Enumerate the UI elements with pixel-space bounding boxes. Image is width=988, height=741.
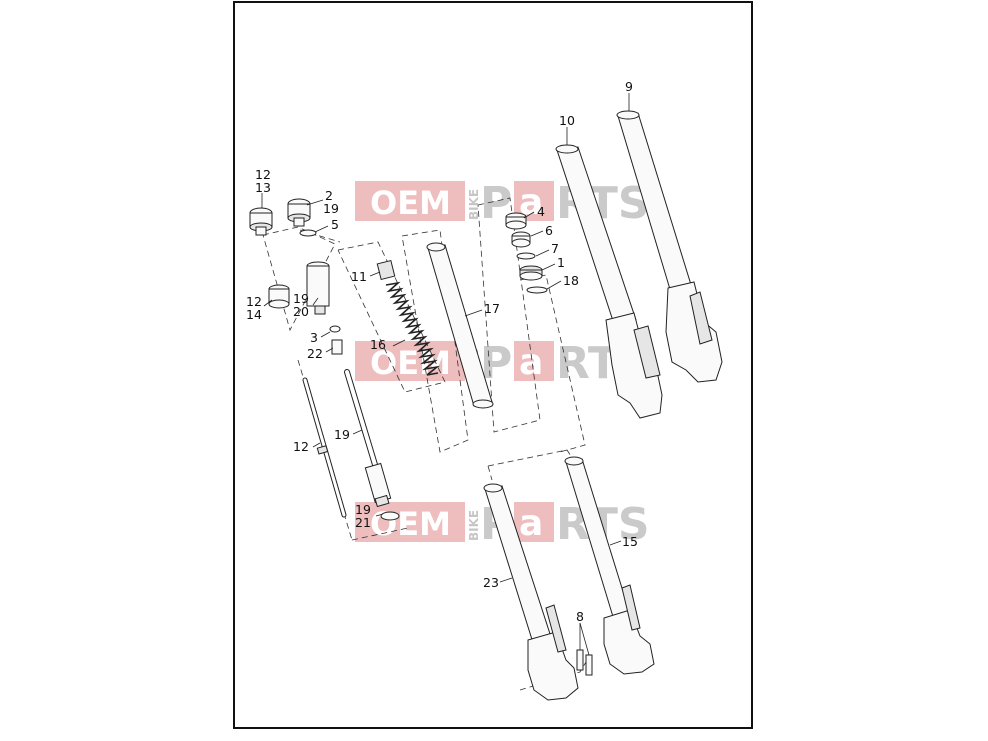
callout-14: 14 <box>246 307 262 322</box>
callout-16: 16 <box>370 337 386 352</box>
callout-20: 20 <box>293 304 309 319</box>
watermark-oem-text: OEM <box>370 505 451 543</box>
callout-10: 10 <box>559 113 575 128</box>
callout-4: 4 <box>537 204 545 219</box>
nut-22 <box>331 339 343 355</box>
callouts: 12 13 2 19 5 12 14 19 20 3 22 11 16 17 4… <box>246 79 638 624</box>
fork-assembly-10 <box>555 144 663 419</box>
clip-18 <box>526 286 548 294</box>
outer-tube-15 <box>564 456 655 675</box>
callout-11: 11 <box>351 269 367 284</box>
callout-18: 18 <box>563 273 579 288</box>
inner-tube-17 <box>426 242 494 409</box>
damper-rod-12 <box>302 377 347 518</box>
callout-3: 3 <box>310 330 318 345</box>
callout-19: 19 <box>355 502 371 517</box>
diagram-frame <box>233 1 753 729</box>
callout-12: 12 <box>293 439 309 454</box>
watermark-oem-text: OEM <box>370 344 451 382</box>
callout-5: 5 <box>331 217 339 232</box>
seal-21 <box>380 511 400 521</box>
watermark-oem-text: OEM <box>370 184 451 222</box>
callout-23: 23 <box>483 575 499 590</box>
outer-tube-23 <box>483 483 579 701</box>
oil-seal-1 <box>519 265 543 281</box>
cartridge-top-19-20 <box>306 261 330 315</box>
callout-7: 7 <box>551 241 559 256</box>
fork-cap-right <box>287 198 311 227</box>
axle-pinch-bolts-8 <box>576 649 593 676</box>
callout-15: 15 <box>622 534 638 549</box>
callout-9: 9 <box>625 79 633 94</box>
watermark-bike-text: BIKE <box>467 510 481 541</box>
fork-assembly-9 <box>616 110 723 383</box>
watermark-top: OEM BIKE P a RTS <box>355 178 650 229</box>
spring-guide-11 <box>376 259 396 281</box>
washer-3 <box>329 325 341 333</box>
callout-12: 12 <box>246 294 262 309</box>
callout-13: 13 <box>255 180 271 195</box>
callout-21: 21 <box>355 515 371 530</box>
callout-6: 6 <box>545 223 553 238</box>
leader-lines <box>261 93 630 656</box>
callout-17: 17 <box>484 301 500 316</box>
callout-8: 8 <box>576 609 584 624</box>
watermark-middle: OEM BIKE P a RTS <box>355 338 650 389</box>
spacer-12-14 <box>268 284 290 309</box>
fork-cap-left <box>249 207 273 236</box>
washer-5 <box>299 229 317 237</box>
bushing-4 <box>505 212 527 230</box>
washer-7 <box>516 252 536 260</box>
callout-19: 19 <box>293 291 309 306</box>
watermark-a-text: a <box>519 503 543 544</box>
callout-12: 12 <box>255 167 271 182</box>
callout-1: 1 <box>557 255 565 270</box>
callout-22: 22 <box>307 346 323 361</box>
callout-2: 2 <box>325 188 333 203</box>
fork-spring-16 <box>385 281 440 376</box>
damper-cartridge-19 <box>344 369 392 508</box>
callout-19: 19 <box>323 201 339 216</box>
watermark-bike-text: BIKE <box>467 189 481 220</box>
bushing-6 <box>511 231 531 248</box>
callout-19: 19 <box>334 427 350 442</box>
watermark-a-text: a <box>519 342 543 383</box>
